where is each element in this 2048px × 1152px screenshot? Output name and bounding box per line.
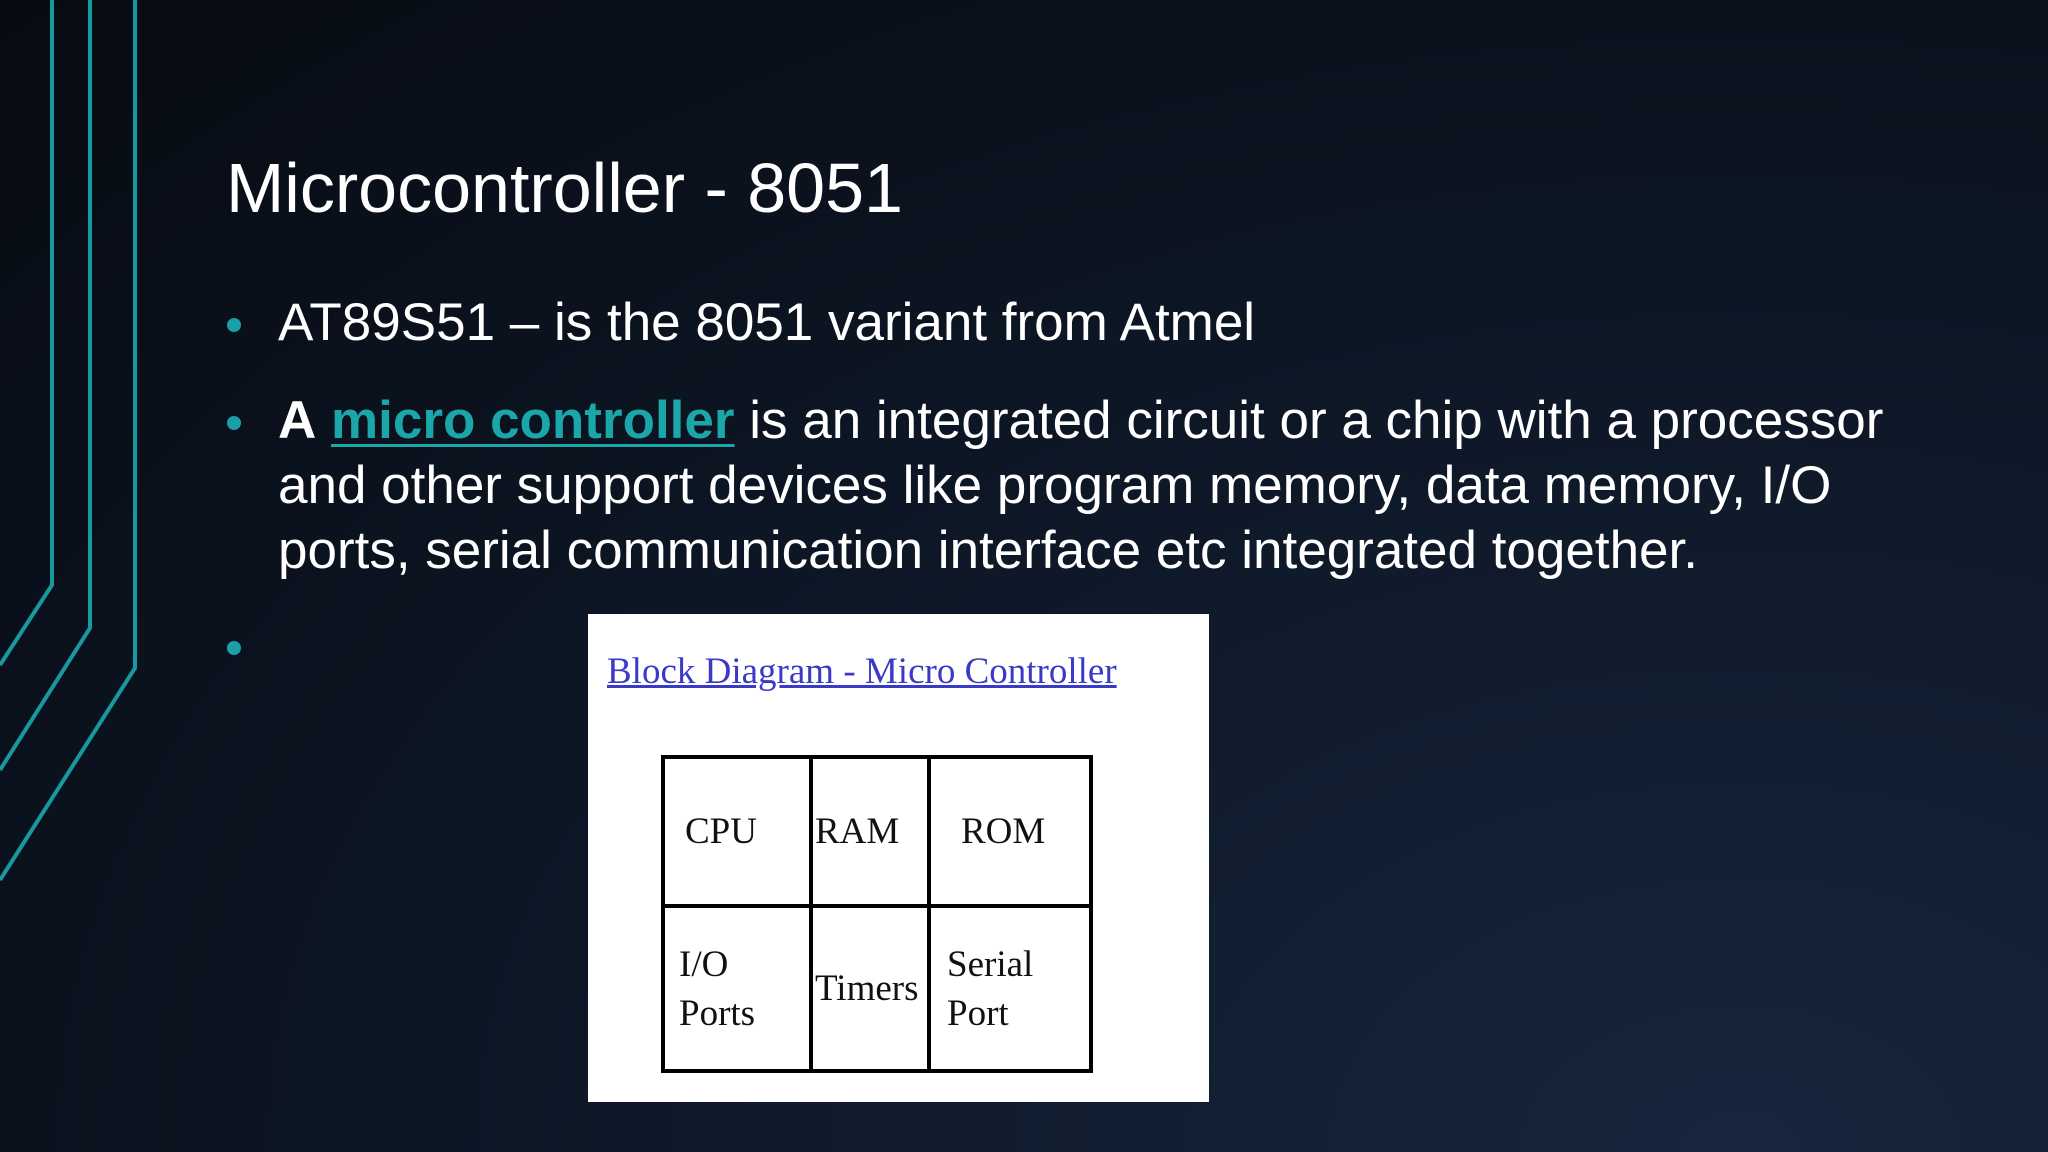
accent-line-middle xyxy=(0,0,92,772)
bullet-dot xyxy=(227,416,241,430)
block-diagram-image: Block Diagram - Micro Controller CPU RAM… xyxy=(588,614,1209,1102)
block-rom: ROM xyxy=(927,755,1093,908)
block-ram: RAM xyxy=(809,755,931,908)
block-serial-port: Serial Port xyxy=(927,904,1093,1073)
block-label: Timers xyxy=(815,968,919,1009)
bullet-dot xyxy=(227,318,241,332)
block-label: Serial Port xyxy=(947,943,1034,1034)
block-timers: Timers xyxy=(809,904,931,1073)
bullet-text: is an integrated circuit or a chip with … xyxy=(278,391,1884,580)
bullet-lead: A xyxy=(278,391,317,450)
bullet-text: AT89S51 – is the 8051 variant from Atmel xyxy=(278,293,1256,352)
accent-line-inner xyxy=(0,0,54,667)
bullet-at89s51: AT89S51 – is the 8051 variant from Atmel xyxy=(226,290,1966,355)
bullet-definition: A micro controller is an integrated circ… xyxy=(226,388,1966,583)
block-diagram-caption-link[interactable]: Block Diagram - Micro Controller xyxy=(607,651,1117,692)
empty-bullet-dot xyxy=(227,641,241,655)
block-label: ROM xyxy=(961,811,1046,852)
block-cpu: CPU xyxy=(661,755,813,908)
block-diagram-grid: CPU RAM ROM I/O Ports Timers Serial Port xyxy=(661,755,1093,1073)
decorative-accent-lines xyxy=(0,0,137,882)
block-label: CPU xyxy=(685,811,757,852)
accent-line-outer xyxy=(0,0,137,882)
block-label: RAM xyxy=(815,811,900,852)
block-io-ports: I/O Ports xyxy=(661,904,813,1073)
micro-controller-link[interactable]: micro controller xyxy=(331,391,735,450)
block-label: I/O Ports xyxy=(679,943,756,1034)
bullet-list: AT89S51 – is the 8051 variant from Atmel… xyxy=(226,290,1966,583)
slide-title: Microcontroller - 8051 xyxy=(226,149,903,227)
